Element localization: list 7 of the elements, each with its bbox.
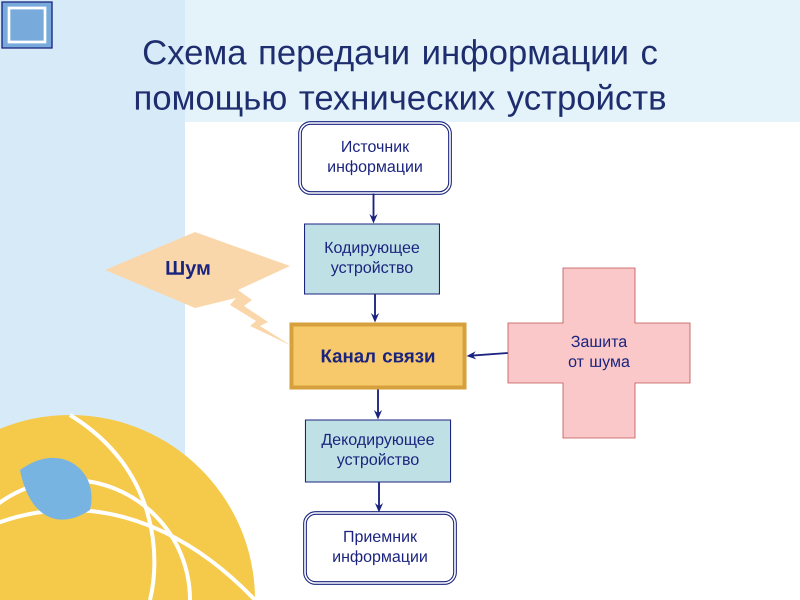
noise-callout: Шум (105, 232, 292, 346)
process-box: Декодирующее устройство (304, 419, 452, 483)
terminal-box: Источник информации (298, 121, 452, 195)
process-box: Кодирующее устройство (304, 223, 440, 295)
terminal-box: Приемник информации (303, 511, 457, 585)
channel-box: Канал связи (289, 322, 467, 390)
title: Схема передачи информации с помощью технических устройств (136, 39, 666, 117)
